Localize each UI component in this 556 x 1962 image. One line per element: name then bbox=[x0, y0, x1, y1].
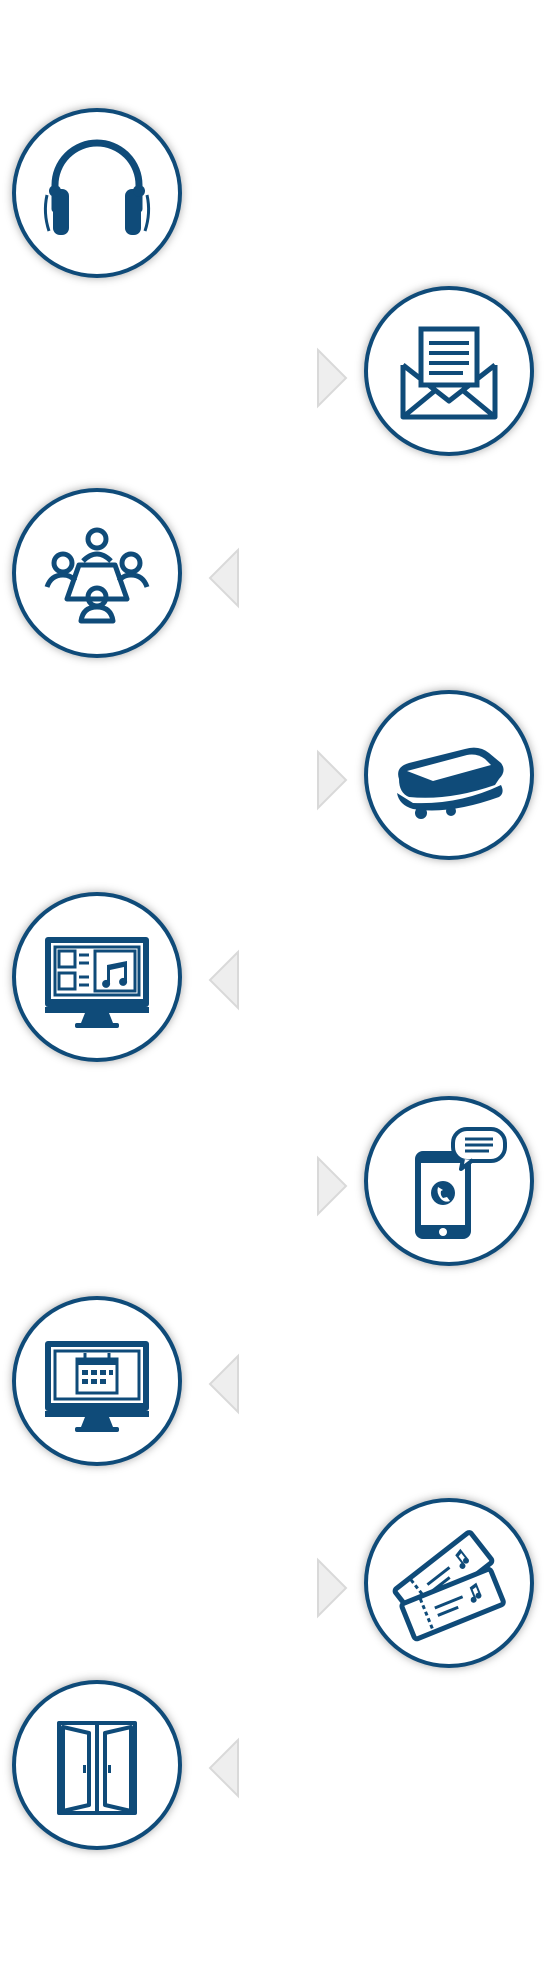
smartphone-chat-icon bbox=[415, 1127, 507, 1239]
arrow-right-4 bbox=[312, 1556, 352, 1620]
step-3-node bbox=[12, 488, 182, 658]
step-8-node bbox=[364, 1498, 534, 1668]
double-door-icon bbox=[57, 1721, 137, 1815]
headphones-icon bbox=[43, 139, 151, 235]
arrow-left-4 bbox=[204, 1736, 244, 1800]
arrow-right-3 bbox=[312, 1154, 352, 1218]
step-6-node bbox=[364, 1096, 534, 1266]
meeting-table-icon bbox=[44, 527, 150, 624]
step-2-node bbox=[364, 286, 534, 456]
step-1-node bbox=[12, 108, 182, 278]
monitor-calendar-icon bbox=[45, 1341, 149, 1432]
step-9-node bbox=[12, 1680, 182, 1850]
step-4-node bbox=[364, 690, 534, 860]
arrow-left-3 bbox=[204, 1352, 244, 1416]
sandwich-icon bbox=[397, 747, 504, 819]
arrow-left-2 bbox=[204, 948, 244, 1012]
arrow-right-2 bbox=[312, 748, 352, 812]
envelope-letter-icon bbox=[400, 326, 498, 420]
arrow-left-1 bbox=[204, 546, 244, 610]
arrow-right-1 bbox=[312, 346, 352, 410]
tickets-icon bbox=[392, 1530, 506, 1642]
step-5-node bbox=[12, 892, 182, 1062]
step-7-node bbox=[12, 1296, 182, 1466]
monitor-music-icon bbox=[45, 937, 149, 1028]
